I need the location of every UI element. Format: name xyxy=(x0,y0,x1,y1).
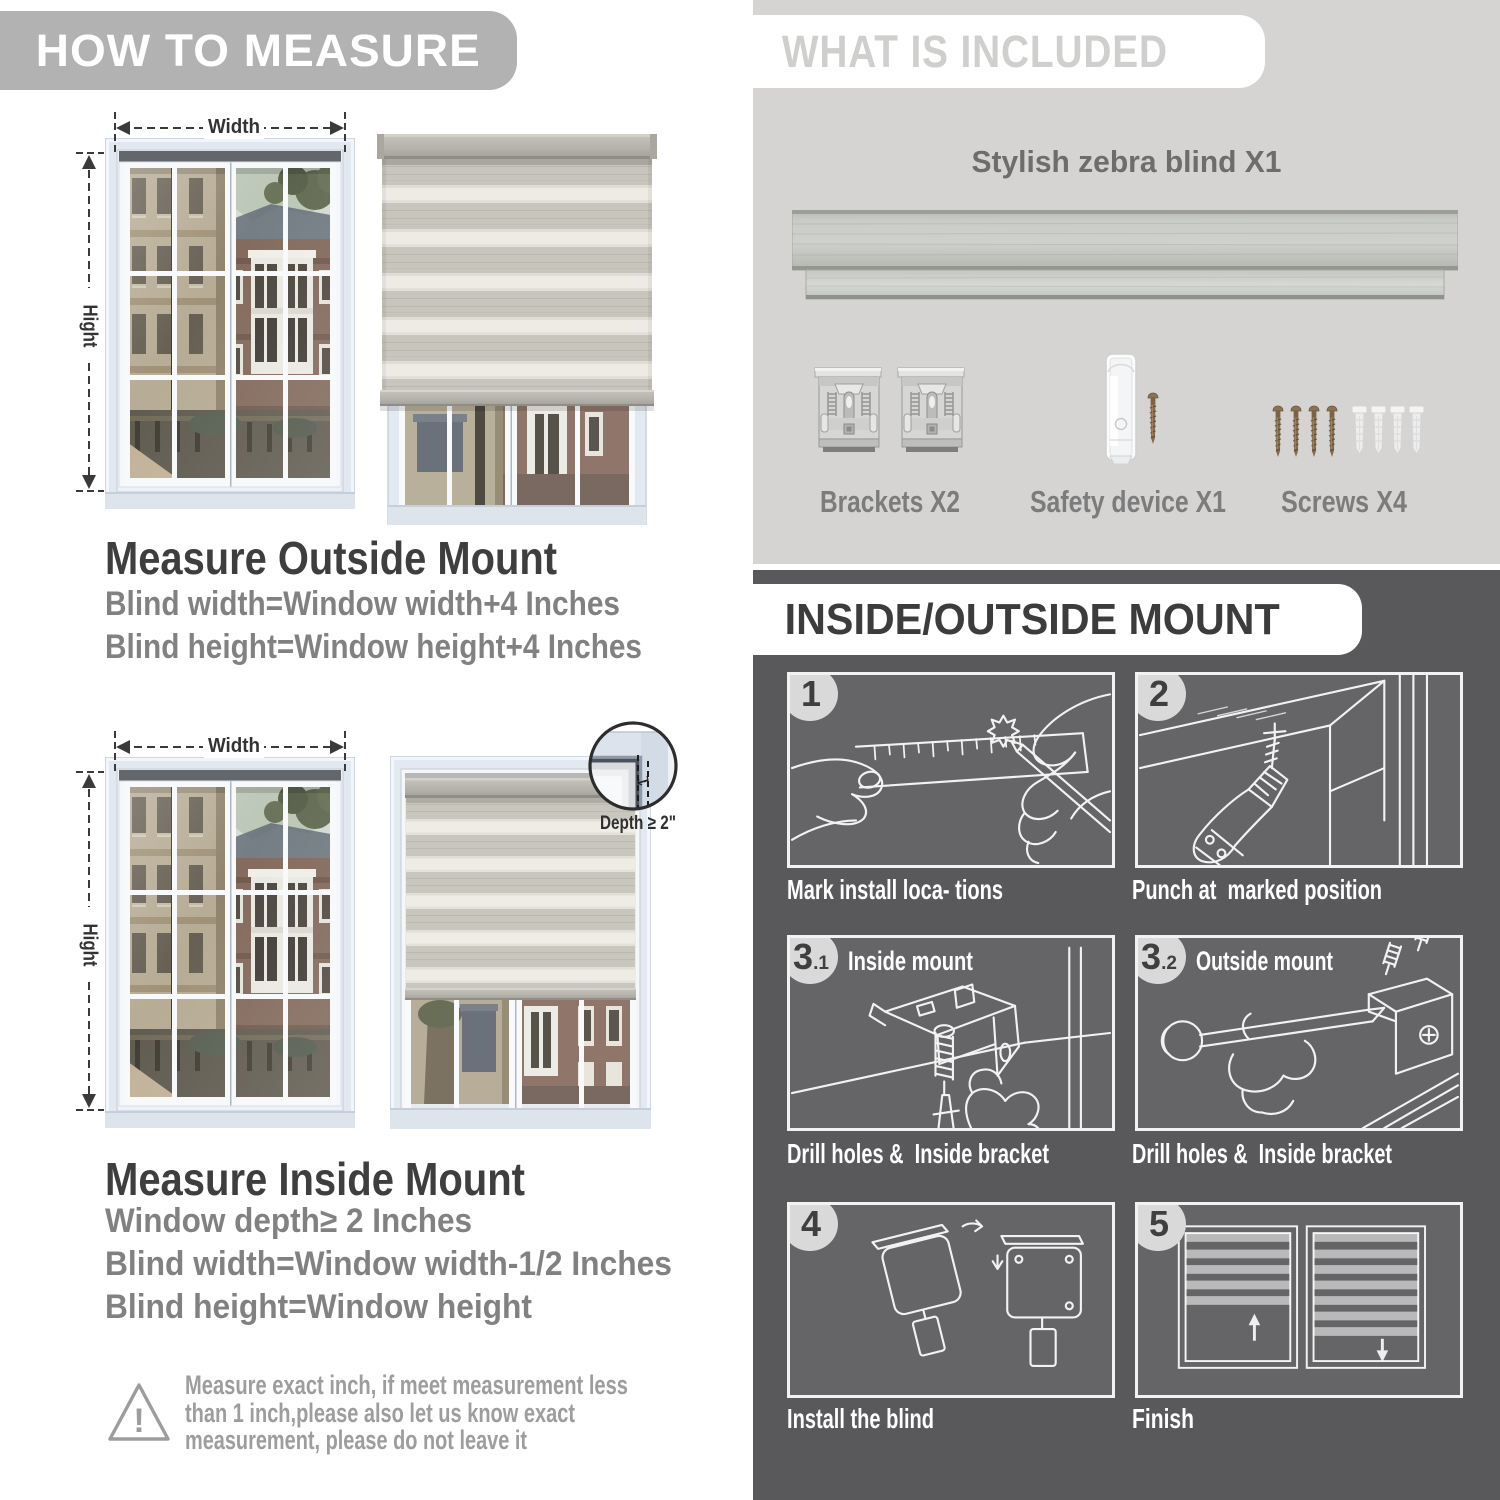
safety-screw-icon xyxy=(1147,392,1159,445)
warning-text: Measure exact inch, if meet measurement … xyxy=(185,1370,768,1455)
width-label-outside: Width xyxy=(203,116,265,139)
warning-line-1: Measure exact inch, if meet measurement … xyxy=(185,1370,629,1400)
what-is-included-header: WHAT IS INCLUDED xyxy=(750,15,1265,88)
screws-icon xyxy=(1272,405,1338,457)
blind-inside-mount-illustration xyxy=(390,756,651,1129)
step-caption-3-2: Drill holes & Inside bracket xyxy=(1132,1138,1393,1169)
step5-finish-illustration xyxy=(1177,1225,1426,1369)
height-arrow-inside xyxy=(76,771,104,1111)
mounting-bracket-icon xyxy=(897,367,965,453)
inside-mount-line2: Blind width=Window width-1/2 Inches xyxy=(105,1245,672,1283)
step-title-outside-mount: Outside mount xyxy=(1196,946,1334,976)
warning-line-3: measurement, please do not leave it xyxy=(185,1425,528,1455)
step3-2-outside-bracket-illustration xyxy=(1160,938,1460,1128)
step-number: 5 xyxy=(1148,1203,1170,1244)
outside-mount-heading: Measure Outside Mount xyxy=(105,532,557,584)
step-box-3-1: 3.1 Inside mount xyxy=(787,935,1115,1131)
window-photo-inside xyxy=(105,757,355,1128)
mounting-bracket-icon xyxy=(814,367,882,453)
how-to-measure-title: HOW TO MEASURE xyxy=(35,24,481,76)
warning-line-2: than 1 inch,please also let us know exac… xyxy=(185,1397,575,1428)
inside-outside-mount-header: INSIDE/OUTSIDE MOUNT xyxy=(750,584,1362,655)
height-arrow-outside xyxy=(76,152,104,492)
zebra-blind-headrail-photo xyxy=(792,210,1458,300)
step1-mark-illustration xyxy=(790,693,1112,865)
step-box-2: 2 xyxy=(1135,672,1463,868)
step-number: 2 xyxy=(1148,673,1170,714)
inside-mount-line3: Blind height=Window height xyxy=(105,1288,532,1326)
step-caption-1: Mark install loca- tions xyxy=(787,874,1004,905)
step-box-3-2: 3.2 Outside mount xyxy=(1135,935,1463,1131)
inside-mount-line1: Window depth≥ 2 Inches xyxy=(105,1202,472,1240)
width-label-inside: Width xyxy=(203,735,265,758)
outside-mount-line1: Blind width=Window width+4 Inches xyxy=(105,585,620,623)
step-caption-5: Finish xyxy=(1132,1403,1194,1434)
svg-text:!: ! xyxy=(133,1402,144,1440)
wall-anchors-icon xyxy=(1351,405,1425,455)
step3-1-inside-bracket-illustration xyxy=(790,946,1112,1128)
warning-triangle-icon: ! xyxy=(108,1383,170,1441)
width-arrow-inside xyxy=(114,731,346,775)
step2-punch-illustration xyxy=(1138,675,1429,865)
step-box-4: 4 xyxy=(787,1202,1115,1398)
inside-outside-mount-title: INSIDE/OUTSIDE MOUNT xyxy=(784,594,1280,644)
zebra-blind-label: Stylish zebra blind X1 xyxy=(971,144,1282,179)
height-label-outside: Hight xyxy=(75,299,103,353)
depth-label: Depth ≥ 2" xyxy=(600,813,677,834)
how-to-measure-header: HOW TO MEASURE xyxy=(0,11,517,90)
height-label-inside: Hight xyxy=(75,918,103,972)
safety-device-icon xyxy=(1105,353,1137,465)
inside-mount-heading: Measure Inside Mount xyxy=(105,1153,525,1205)
step-box-5: 5 xyxy=(1135,1202,1463,1398)
step-caption-3-1: Drill holes & Inside bracket xyxy=(787,1138,1049,1169)
brackets-label: Brackets X2 xyxy=(819,484,960,519)
step-box-1: 1 xyxy=(787,672,1115,868)
step-caption-4: Install the blind xyxy=(787,1403,935,1434)
blind-outside-mount-illustration xyxy=(377,134,657,525)
what-is-included-title: WHAT IS INCLUDED xyxy=(781,25,1168,77)
window-photo-outside xyxy=(105,138,355,509)
screws-label: Screws X4 xyxy=(1280,484,1407,519)
step-number: 3 xyxy=(793,936,814,977)
step-title-inside-mount: Inside mount xyxy=(848,946,973,976)
step-number-sub: .1 xyxy=(813,952,829,974)
depth-detail-circle xyxy=(588,721,678,811)
outside-mount-line2: Blind height=Window height+4 Inches xyxy=(105,628,642,666)
step-number-sub: .2 xyxy=(1161,952,1177,974)
step-number: 4 xyxy=(800,1203,822,1244)
safety-device-label: Safety device X1 xyxy=(1029,484,1226,519)
step4-install-illustration xyxy=(871,1219,1084,1367)
width-arrow-outside xyxy=(114,112,346,156)
step-number: 3 xyxy=(1141,936,1162,977)
step-number: 1 xyxy=(800,673,822,714)
step-caption-2: Punch at marked position xyxy=(1132,874,1383,905)
